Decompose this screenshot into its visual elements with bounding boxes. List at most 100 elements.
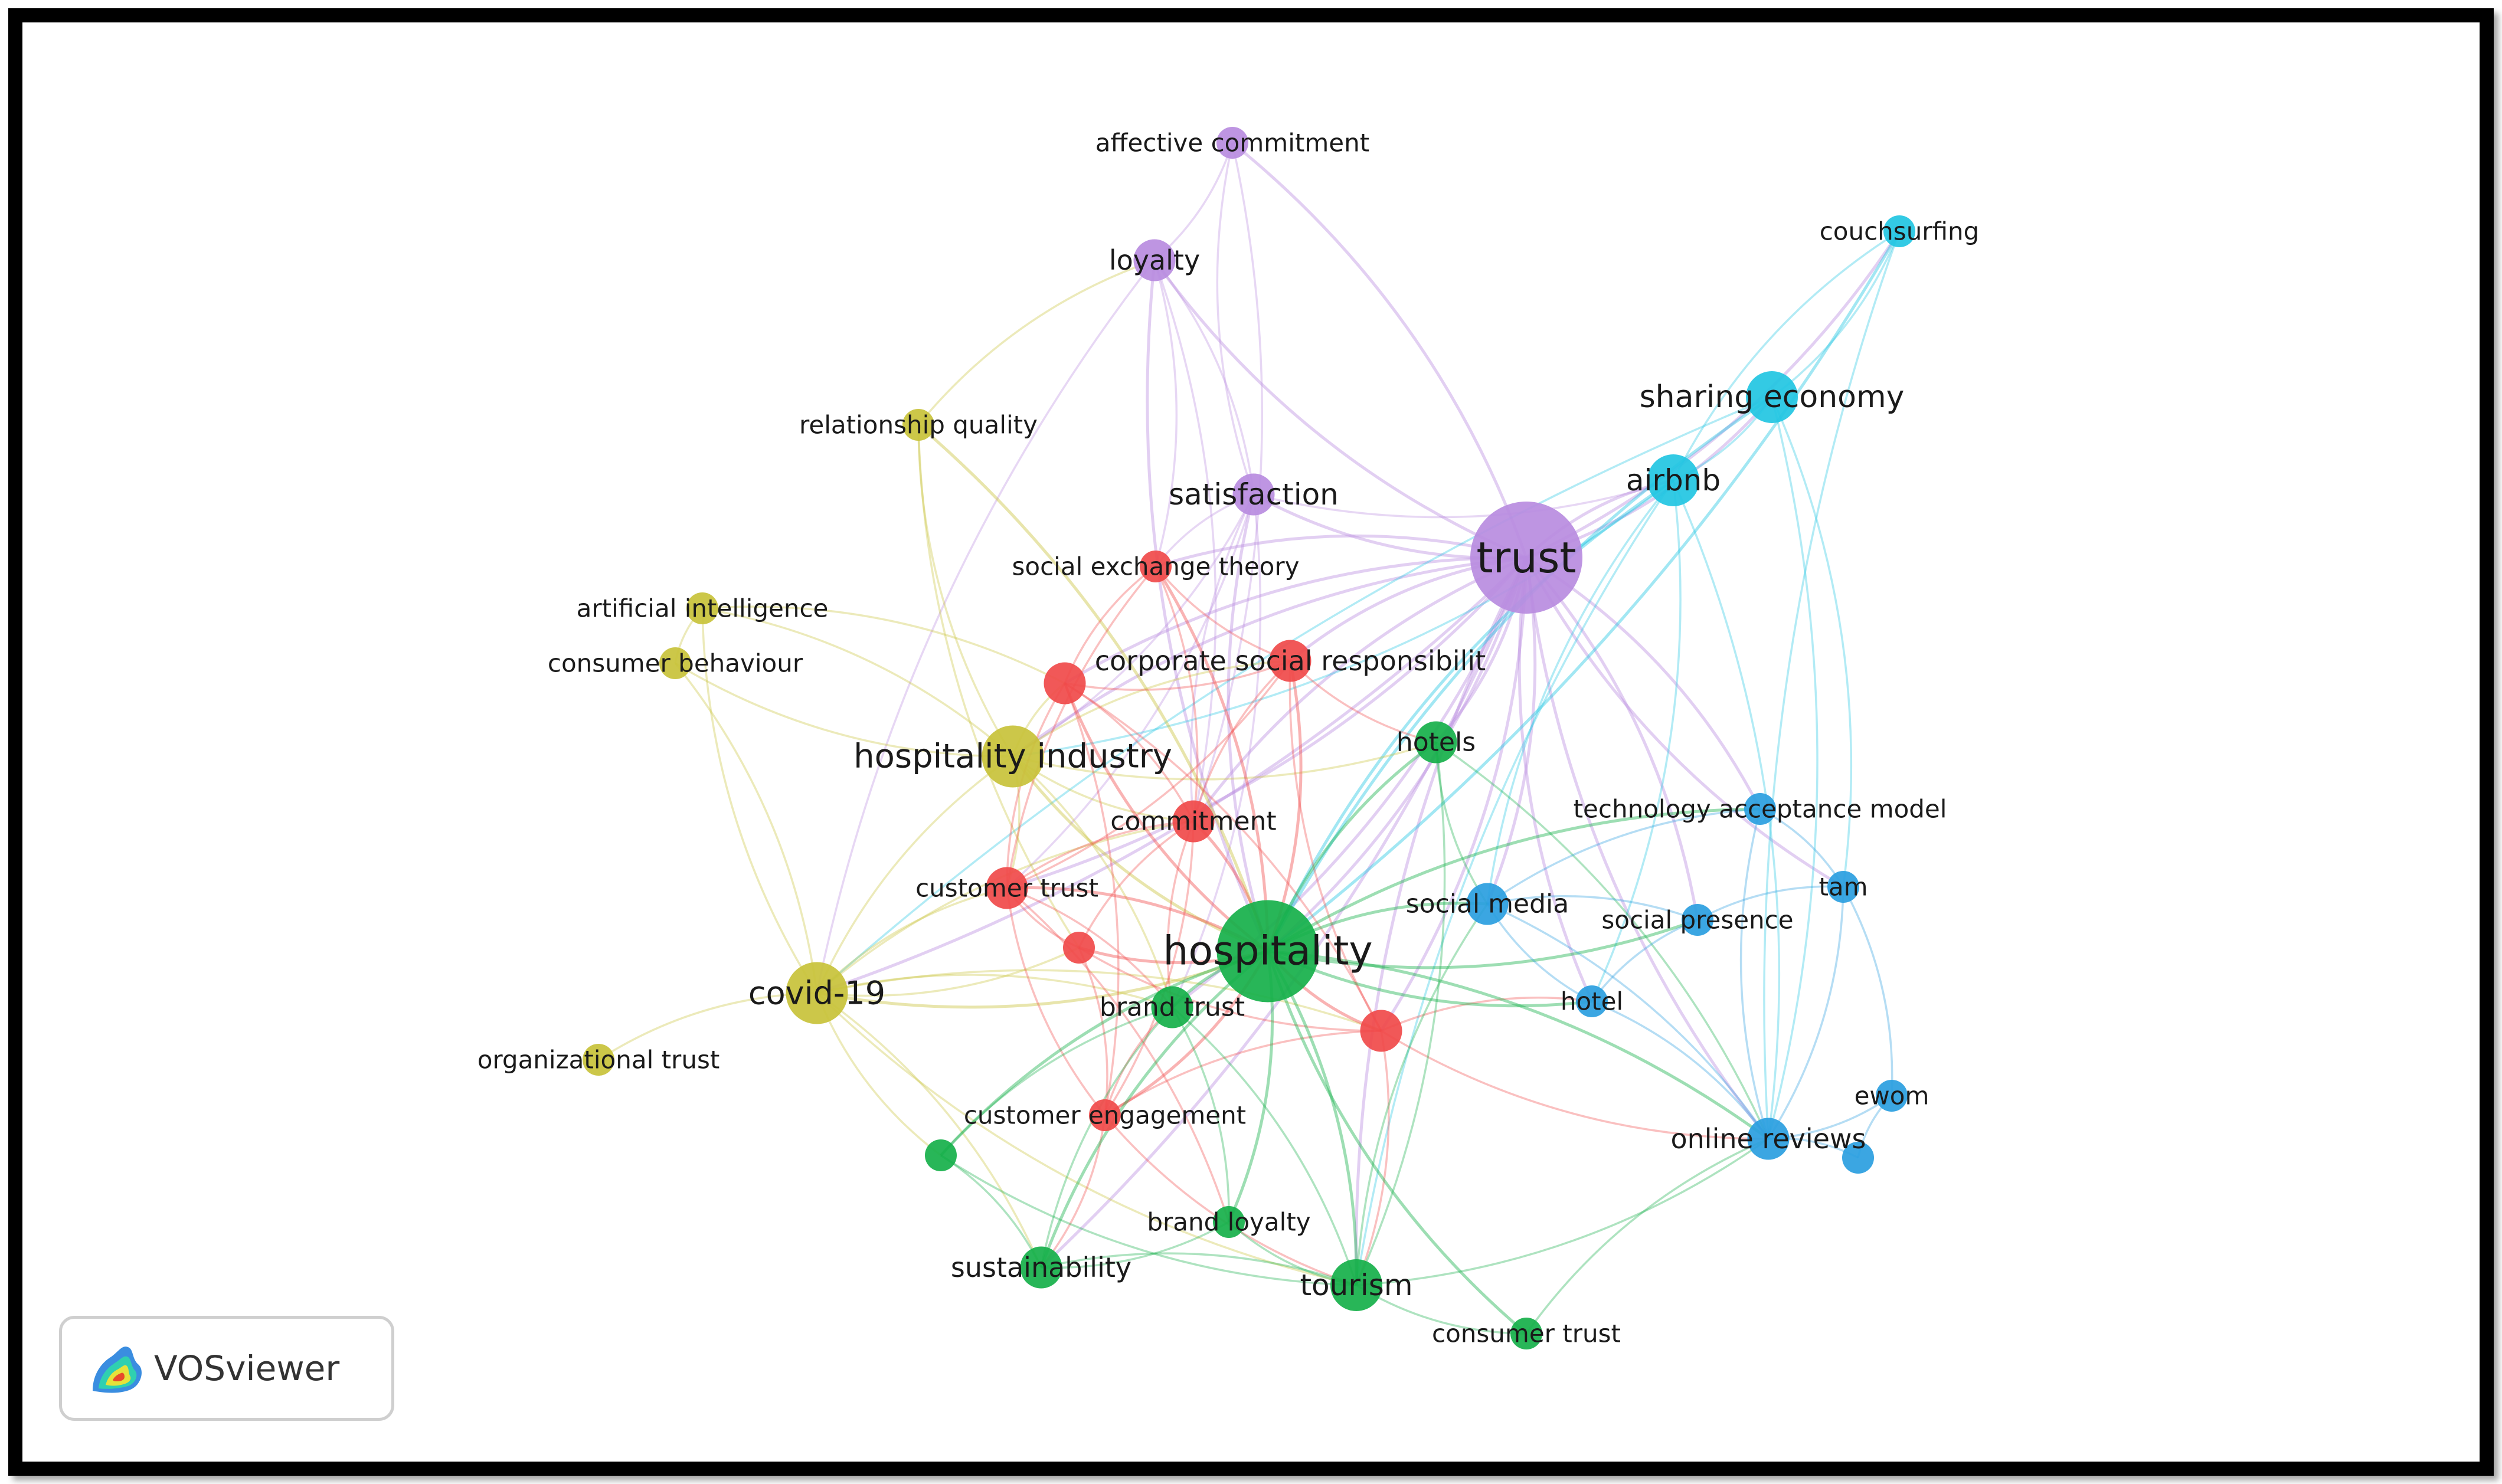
node-hospitality-industry[interactable] [982, 725, 1044, 788]
node-sustainability[interactable] [1020, 1246, 1062, 1289]
node-relationship-quality[interactable] [902, 409, 934, 441]
node-commitment[interactable] [1172, 800, 1215, 843]
label-couchsurfing[interactable]: couchsurfing [1820, 217, 1980, 246]
node-red-unlabeled-1[interactable] [1044, 662, 1086, 705]
link-red-unlabeled-3-online-reviews [1381, 1030, 1769, 1140]
node-customer-engagement[interactable] [1089, 1099, 1121, 1131]
label-tam[interactable]: tam [1819, 873, 1867, 902]
label-relationship-quality[interactable]: relationship quality [799, 411, 1038, 440]
link-hospitality-social-presence [1267, 918, 1698, 969]
node-brand-loyalty[interactable] [1213, 1206, 1245, 1238]
link-hospitality-industry-hotels [1012, 741, 1437, 781]
label-consumer-trust[interactable]: consumer trust [1432, 1319, 1621, 1348]
label-loyalty[interactable]: loyalty [1109, 244, 1200, 276]
label-hotels[interactable]: hotels [1396, 728, 1476, 758]
node-social-exchange-theory[interactable] [1140, 551, 1172, 582]
link-customer-engagement-sustainability [1040, 1115, 1106, 1269]
label-affective-commitment[interactable]: affective commitment [1095, 129, 1369, 158]
label-commitment[interactable]: commitment [1110, 807, 1276, 837]
label-technology-acceptance-model[interactable]: technology acceptance model [1574, 795, 1947, 824]
node-covid-19[interactable] [786, 962, 848, 1024]
link-trust-social-presence [1525, 556, 1699, 920]
link-commitment-red-unlabeled-2 [1078, 820, 1194, 948]
label-hotel[interactable]: hotel [1561, 987, 1623, 1016]
label-trust[interactable]: trust [1476, 533, 1576, 582]
link-tourism-online-reviews [1356, 1138, 1770, 1286]
label-artificial-intelligence[interactable]: artificial intelligence [577, 594, 829, 623]
node-organizational-trust[interactable] [583, 1044, 614, 1076]
link-social-presence-hotel [1591, 919, 1698, 1003]
label-sustainability[interactable]: sustainability [951, 1252, 1131, 1283]
label-ewom[interactable]: ewom [1855, 1082, 1929, 1110]
label-brand-loyalty[interactable]: brand loyalty [1147, 1208, 1310, 1237]
label-customer-engagement[interactable]: customer engagement [964, 1101, 1246, 1130]
link-corporate-social-responsibility-hotels [1289, 660, 1437, 743]
label-hospitality[interactable]: hospitality [1163, 928, 1372, 975]
link-relationship-quality-hospitality-industry [917, 424, 1014, 757]
link-satisfaction-hospitality [1227, 494, 1270, 952]
label-online-reviews[interactable]: online reviews [1670, 1123, 1866, 1155]
link-trust-red-unlabeled-1 [1064, 556, 1527, 685]
label-brand-trust[interactable]: brand trust [1100, 992, 1245, 1023]
link-loyalty-affective-commitment [1153, 142, 1234, 261]
node-trust[interactable] [1470, 502, 1582, 614]
link-brand-trust-sustainability [1040, 1006, 1173, 1268]
label-airbnb[interactable]: airbnb [1626, 463, 1721, 497]
node-couchsurfing[interactable] [1883, 215, 1915, 247]
node-brand-trust[interactable] [1151, 986, 1193, 1028]
link-red-unlabeled-1-commitment [1064, 682, 1195, 822]
node-technology-acceptance-model[interactable] [1744, 793, 1776, 825]
node-hospitality[interactable] [1216, 900, 1319, 1003]
link-trust-tourism [1355, 556, 1528, 1286]
link-brand-trust-brand-loyalty [1171, 1007, 1230, 1223]
label-sharing-economy[interactable]: sharing economy [1640, 379, 1905, 415]
node-ewom[interactable] [1876, 1080, 1908, 1112]
link-loyalty-hospitality [1146, 260, 1270, 952]
node-airbnb[interactable] [1647, 454, 1699, 506]
link-social-exchange-theory-commitment [1154, 566, 1199, 822]
node-consumer-behaviour[interactable] [659, 647, 691, 679]
link-corporate-social-responsibility-commitment [1192, 660, 1291, 822]
label-consumer-behaviour[interactable]: consumer behaviour [548, 649, 803, 678]
label-satisfaction[interactable]: satisfaction [1169, 477, 1339, 512]
label-covid-19[interactable]: covid-19 [748, 975, 885, 1012]
vosviewer-logo: VOSviewer [59, 1316, 394, 1421]
label-social-exchange-theory[interactable]: social exchange theory [1012, 552, 1300, 581]
node-hotels[interactable] [1415, 721, 1457, 764]
node-satisfaction[interactable] [1232, 473, 1275, 516]
node-loyalty[interactable] [1133, 239, 1176, 281]
node-hotel[interactable] [1576, 985, 1608, 1017]
node-consumer-trust[interactable] [1510, 1318, 1542, 1349]
node-customer-trust[interactable] [986, 867, 1028, 909]
node-social-media[interactable] [1466, 883, 1509, 925]
link-couchsurfing-hospitality [1267, 230, 1901, 952]
label-organizational-trust[interactable]: organizational trust [477, 1046, 720, 1074]
node-tam[interactable] [1827, 871, 1859, 903]
node-blue-unlabeled-1[interactable] [1842, 1142, 1874, 1174]
node-artificial-intelligence[interactable] [686, 592, 718, 624]
node-sharing-economy[interactable] [1746, 371, 1798, 423]
node-social-presence[interactable] [1682, 904, 1713, 936]
label-social-media[interactable]: social media [1406, 889, 1569, 919]
link-covid-19-red-unlabeled-3 [816, 969, 1382, 1032]
node-red-unlabeled-2[interactable] [1063, 932, 1095, 964]
node-tourism[interactable] [1330, 1259, 1382, 1311]
link-hotels-social-media [1435, 742, 1489, 905]
link-trust-affective-commitment [1231, 142, 1528, 558]
link-satisfaction-brand-trust [1171, 494, 1262, 1008]
node-green-unlabeled-1[interactable] [925, 1139, 957, 1171]
label-social-presence[interactable]: social presence [1601, 906, 1793, 935]
label-tourism[interactable]: tourism [1300, 1268, 1412, 1302]
link-hotels-tourism [1355, 742, 1446, 1286]
link-social-media-social-presence [1487, 895, 1698, 921]
node-online-reviews[interactable] [1747, 1118, 1790, 1160]
label-customer-trust[interactable]: customer trust [915, 874, 1098, 903]
link-tam-ewom [1842, 886, 1893, 1096]
label-hospitality-industry[interactable]: hospitality industry [853, 738, 1172, 776]
label-corporate-social-responsibility[interactable]: corporate social responsibilit [1095, 645, 1486, 677]
node-red-unlabeled-3[interactable] [1360, 1010, 1402, 1052]
link-corporate-social-responsibility-red-unlabeled-1 [1064, 660, 1291, 691]
node-corporate-social-responsibility[interactable] [1269, 640, 1311, 682]
node-affective-commitment[interactable] [1216, 127, 1248, 159]
